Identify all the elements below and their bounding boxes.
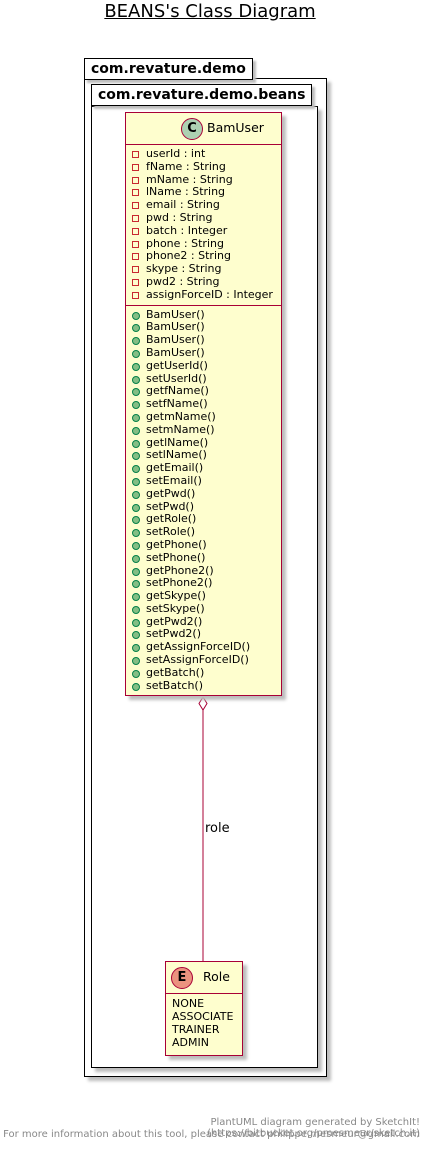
class-field: phone2 : String	[132, 250, 281, 263]
class-bamuser-methods: BamUser()BamUser()BamUser()BamUser()getU…	[126, 304, 281, 696]
class-field: skype : String	[132, 262, 281, 276]
class-field: pwd2 : String	[132, 275, 281, 289]
enum-icon: E	[171, 967, 193, 989]
class-method: setPhone()	[132, 551, 281, 565]
relation-label: role	[205, 821, 230, 836]
enum-role-name: Role	[203, 969, 230, 984]
class-method: getmName()	[132, 410, 281, 424]
class-method: setfName()	[132, 397, 281, 411]
class-field: userId : int	[132, 147, 281, 161]
enum-value: ADMIN	[172, 1036, 209, 1049]
class-field: email : String	[132, 198, 281, 212]
class-bamuser-header: C BamUser	[126, 113, 281, 145]
class-field: lName : String	[132, 186, 281, 199]
class-method: getfName()	[132, 385, 281, 398]
package-outer-label: com.revature.demo	[84, 58, 253, 80]
class-method: BamUser()	[132, 333, 281, 347]
aggregation-diamond	[198, 696, 208, 711]
class-method: getAssignForceID()	[132, 640, 281, 654]
class-method: setmName()	[132, 423, 281, 437]
class-method: setBatch()	[132, 679, 281, 693]
class-method: getlName()	[132, 436, 281, 450]
class-method: BamUser()	[132, 346, 281, 360]
class-field: batch : Integer	[132, 224, 281, 238]
package-inner-label: com.revature.demo.beans	[91, 84, 313, 106]
class-method: setPhone2()	[132, 576, 281, 590]
class-method: setSkype()	[132, 602, 281, 616]
class-field: pwd : String	[132, 211, 281, 225]
enum-value: TRAINER	[172, 1023, 220, 1036]
footer-line-2: For more information about this tool, pl…	[3, 1129, 420, 1140]
class-field: phone : String	[132, 237, 281, 251]
class-method: BamUser()	[132, 321, 281, 334]
class-bamuser-name: BamUser	[207, 120, 264, 135]
class-method: getUserId()	[132, 359, 281, 373]
class-method: getPwd()	[132, 487, 281, 501]
enum-role-header: E Role	[166, 962, 242, 994]
diagram-title: BEANS's Class Diagram	[104, 1, 316, 22]
class-method: getBatch()	[132, 666, 281, 680]
class-field: assignForceID : Integer	[132, 288, 281, 302]
class-method: BamUser()	[132, 308, 281, 322]
class-method: getPhone()	[132, 538, 281, 552]
class-field: mName : String	[132, 173, 281, 187]
enum-value: NONE	[172, 997, 205, 1010]
class-method: getEmail()	[132, 461, 281, 475]
enum-value: ASSOCIATE	[172, 1010, 234, 1023]
class-method: setPwd()	[132, 500, 281, 514]
class-method: setPwd2()	[132, 628, 281, 641]
class-method: getPhone2()	[132, 564, 281, 578]
class-method: setRole()	[132, 525, 281, 539]
footer-line-1: PlantUML diagram generated by SketchIt! …	[207, 1117, 420, 1139]
class-method: getPwd2()	[132, 615, 281, 629]
class-method: getSkype()	[132, 589, 281, 603]
class-field: fName : String	[132, 160, 281, 174]
class-method: setUserId()	[132, 372, 281, 386]
class-method: getRole()	[132, 513, 281, 526]
class-icon: C	[181, 118, 203, 140]
class-method: setEmail()	[132, 474, 281, 488]
class-method: setAssignForceID()	[132, 653, 281, 667]
class-method: setlName()	[132, 449, 281, 462]
